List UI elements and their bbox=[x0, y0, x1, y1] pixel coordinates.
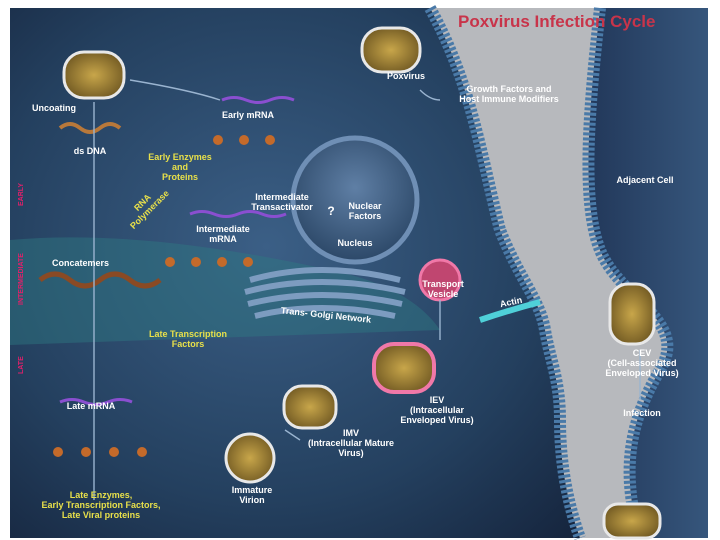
label-intermediate-transactivator: Intermediate Transactivator bbox=[244, 192, 320, 212]
label-immature-virion: Immature Virion bbox=[224, 485, 280, 505]
virion-cev bbox=[610, 284, 654, 344]
virion-infection bbox=[604, 504, 660, 538]
label-nucleus: Nucleus bbox=[330, 238, 380, 248]
label-ds-dna: ds DNA bbox=[68, 146, 112, 156]
label-cev: CEV (Cell-associated Enveloped Virus) bbox=[592, 348, 692, 378]
phase-label-intermediate: INTERMEDIATE bbox=[18, 253, 25, 305]
diagram-title: Poxvirus Infection Cycle bbox=[458, 12, 655, 32]
label-question: ? bbox=[326, 206, 336, 216]
virion-uncoating bbox=[64, 52, 124, 98]
label-adjacent-cell: Adjacent Cell bbox=[608, 175, 682, 185]
label-uncoating: Uncoating bbox=[32, 103, 76, 113]
virion-poxvirus bbox=[362, 28, 420, 72]
virion-imv bbox=[284, 386, 336, 428]
label-infection: Infection bbox=[614, 408, 670, 418]
virion-immature bbox=[226, 434, 274, 482]
label-early-mrna: Early mRNA bbox=[216, 110, 280, 120]
label-late-mrna: Late mRNA bbox=[60, 401, 122, 411]
label-poxvirus: Poxvirus bbox=[384, 71, 428, 81]
label-concatemers: Concatemers bbox=[52, 258, 109, 268]
phase-label-late: LATE bbox=[18, 356, 25, 374]
label-imv: IMV (Intracellular Mature Virus) bbox=[298, 428, 404, 458]
label-intermediate-mrna: Intermediate mRNA bbox=[186, 224, 260, 244]
label-transport-vesicle: Transport Vesicle bbox=[418, 279, 468, 299]
label-late-transcription-factors: Late Transcription Factors bbox=[138, 329, 238, 349]
label-late-enzymes: Late Enzymes, Early Transcription Factor… bbox=[28, 490, 174, 520]
phase-label-early: EARLY bbox=[18, 183, 25, 206]
label-nuclear-factors: Nuclear Factors bbox=[340, 201, 390, 221]
label-early-enzymes: Early Enzymes and Proteins bbox=[148, 152, 212, 182]
label-growth-factors: Growth Factors and Host Immune Modifiers bbox=[450, 84, 568, 104]
label-iev: IEV (Intracellular Enveloped Virus) bbox=[394, 395, 480, 425]
virion-iev bbox=[374, 344, 434, 392]
